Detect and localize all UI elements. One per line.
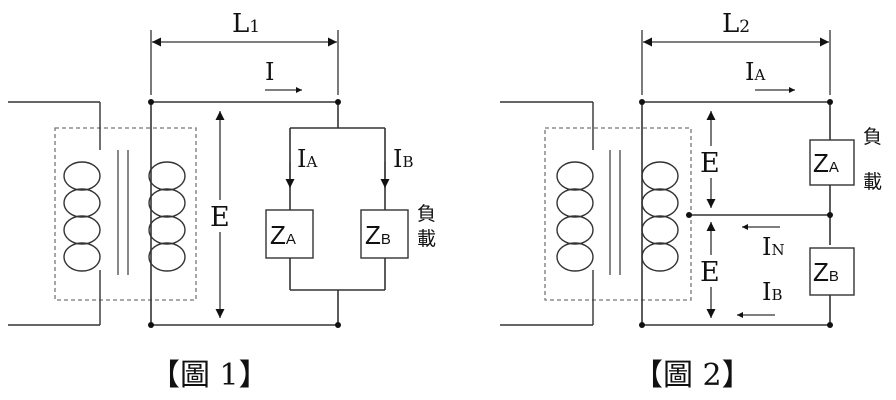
secondary-coil xyxy=(641,161,679,272)
transformer-2 xyxy=(544,102,692,325)
voltage-label-1: E xyxy=(210,202,230,233)
load-zb-label-2: ZB xyxy=(813,257,839,287)
figure-2: L2 IA E E IN IB ZA ZB 負 載 【圖 2】 xyxy=(500,9,882,393)
load-zb-box-2 xyxy=(809,247,855,296)
current-label-1: I xyxy=(265,58,274,86)
current-b-label-2: IB xyxy=(762,278,783,306)
load-za-label-1: ZA xyxy=(270,220,296,250)
load-za-box-2 xyxy=(809,139,855,186)
load-zb-label-1: ZB xyxy=(365,220,391,250)
length-label-1: L1 xyxy=(232,9,260,39)
caption-2: 【圖 2】 xyxy=(633,358,752,393)
load-text-1a: 負 xyxy=(417,203,436,225)
caption-1: 【圖 1】 xyxy=(150,358,269,393)
secondary-coil xyxy=(148,161,186,272)
transformer-core-outline xyxy=(54,127,197,301)
length-dimension-1 xyxy=(150,30,339,95)
load-text-2b: 載 xyxy=(863,171,882,193)
primary-coil xyxy=(556,102,594,325)
transformer-core-outline xyxy=(544,127,692,301)
load-zb-box-1 xyxy=(360,209,409,259)
voltage-label-bg xyxy=(698,255,724,287)
voltage-top-label: E xyxy=(700,148,720,179)
transformer-1 xyxy=(54,102,197,325)
load-text-2a: 負 xyxy=(863,126,882,148)
voltage-bottom-label: E xyxy=(700,257,720,288)
branch-a-current: IA xyxy=(297,145,317,173)
length-label-2: L2 xyxy=(722,9,750,39)
current-a-label-2: IA xyxy=(745,58,765,86)
load-text-1b: 載 xyxy=(417,228,436,250)
wires-2 xyxy=(500,101,831,326)
load-za-label-2: ZA xyxy=(813,148,839,178)
load-za-box-1 xyxy=(265,209,314,259)
junction-dots-2 xyxy=(639,99,833,328)
voltage-label-bg xyxy=(208,200,234,232)
voltage-label-bg xyxy=(698,146,724,178)
figure-1: L1 I E IA IB ZA ZB 負 載 【圖 1】 xyxy=(8,9,436,393)
primary-coil xyxy=(63,102,101,325)
neutral-current-label: IN xyxy=(762,233,785,261)
branch-b-current: IB xyxy=(393,145,414,173)
length-dimension-2 xyxy=(641,30,831,95)
junction-dots-1 xyxy=(148,99,341,328)
